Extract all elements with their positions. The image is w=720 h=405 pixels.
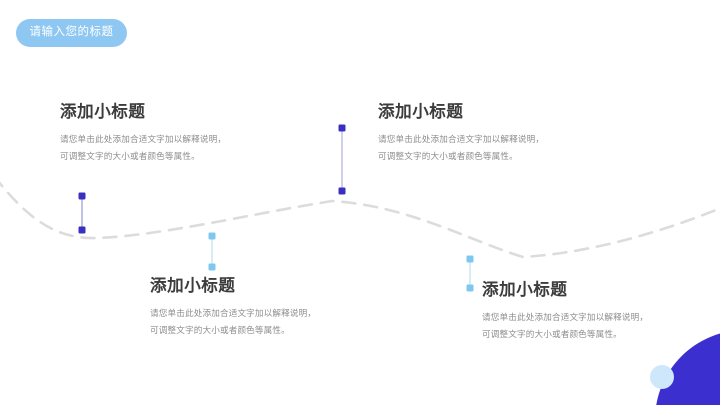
block-heading: 添加小标题 bbox=[482, 281, 568, 299]
slide-title-pill[interactable]: 请输入您的标题 bbox=[16, 19, 127, 47]
text-block-bottom-right[interactable]: 添加小标题 请您单击此处添加合适文字加以解释说明， 可调整文字的大小或者颜色等属… bbox=[482, 281, 648, 342]
block-body-line-2: 可调整文字的大小或者颜色等属性。 bbox=[60, 150, 200, 161]
block-body-line-1: 请您单击此处添加合适文字加以解释说明， bbox=[60, 133, 227, 144]
text-block-bottom-left[interactable]: 添加小标题 请您单击此处添加合适文字加以解释说明， 可调整文字的大小或者颜色等属… bbox=[150, 277, 316, 338]
connector-3 bbox=[338, 124, 346, 195]
block-body-line-2: 可调整文字的大小或者颜色等属性。 bbox=[150, 324, 290, 335]
block-body-line-2: 可调整文字的大小或者颜色等属性。 bbox=[482, 328, 622, 339]
connector-2 bbox=[208, 232, 216, 271]
block-heading: 添加小标题 bbox=[60, 103, 146, 121]
connector-4 bbox=[466, 255, 474, 292]
slide-title-text: 请输入您的标题 bbox=[29, 26, 114, 39]
connector-1 bbox=[78, 192, 86, 234]
dashed-wave-curve bbox=[0, 181, 720, 259]
block-body-line-2: 可调整文字的大小或者颜色等属性。 bbox=[378, 150, 518, 161]
block-body-line-1: 请您单击此处添加合适文字加以解释说明， bbox=[150, 307, 317, 318]
block-heading: 添加小标题 bbox=[378, 103, 464, 121]
text-block-top-right[interactable]: 添加小标题 请您单击此处添加合适文字加以解释说明， 可调整文字的大小或者颜色等属… bbox=[378, 103, 544, 164]
block-body-line-1: 请您单击此处添加合适文字加以解释说明， bbox=[482, 311, 649, 322]
block-heading: 添加小标题 bbox=[150, 277, 236, 295]
text-block-top-left[interactable]: 添加小标题 请您单击此处添加合适文字加以解释说明， 可调整文字的大小或者颜色等属… bbox=[60, 103, 226, 164]
block-body-line-1: 请您单击此处添加合适文字加以解释说明， bbox=[378, 133, 545, 144]
blue-circle-decoration bbox=[656, 333, 720, 405]
light-blue-circle-decoration bbox=[650, 365, 674, 389]
